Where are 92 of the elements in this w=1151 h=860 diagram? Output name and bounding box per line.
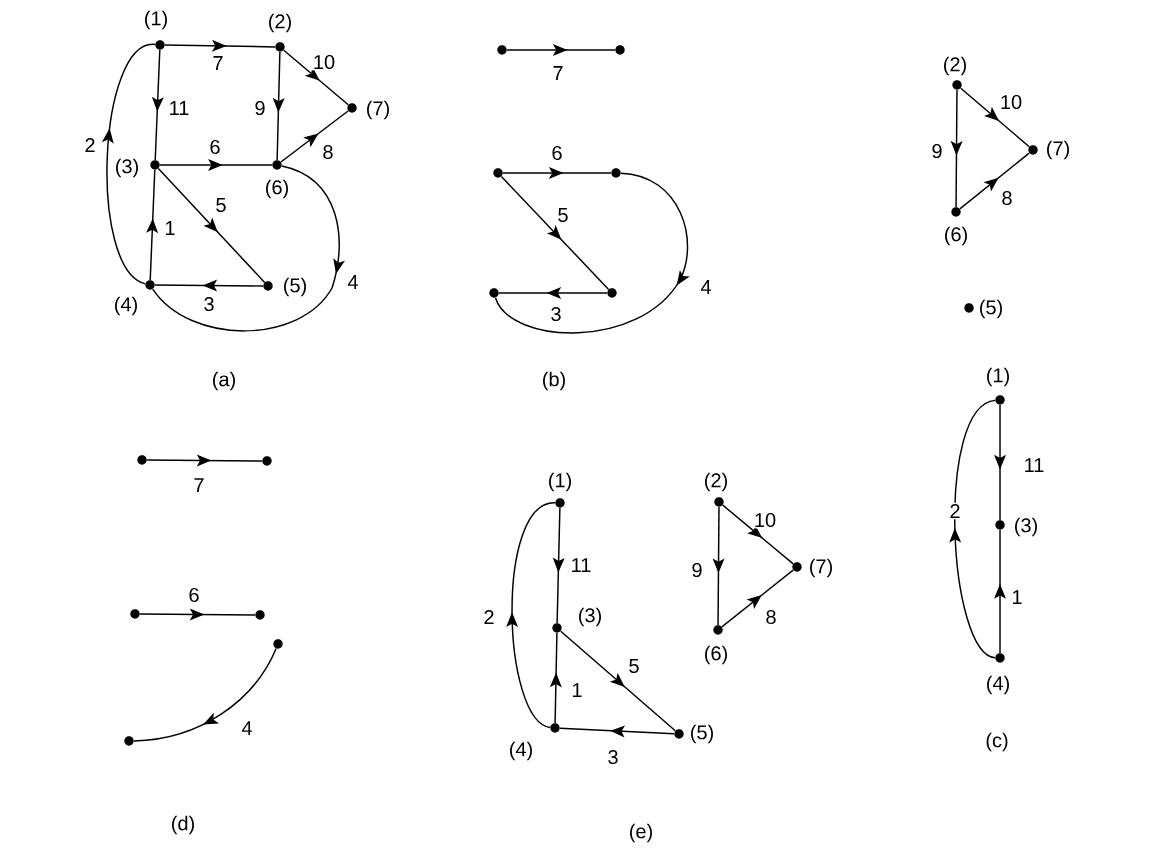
edge-label: 10 bbox=[752, 511, 778, 529]
edge-label: 1 bbox=[1010, 588, 1024, 606]
arrow bbox=[159, 159, 273, 171]
edge-label: 2 bbox=[948, 502, 962, 520]
arrow bbox=[949, 399, 996, 659]
edge-label: 7 bbox=[192, 476, 206, 494]
arrow bbox=[164, 39, 276, 52]
edge-label: 3 bbox=[549, 305, 563, 323]
arrow bbox=[283, 49, 349, 106]
arrow bbox=[559, 725, 675, 738]
edge-label: 1 bbox=[163, 219, 177, 237]
arrow bbox=[722, 504, 794, 565]
edge-label: 11 bbox=[167, 99, 191, 117]
edge-label: 9 bbox=[690, 561, 704, 579]
panel-caption: (e) bbox=[630, 823, 652, 843]
edge-label: 6 bbox=[187, 586, 201, 604]
edge-label: 8 bbox=[764, 608, 778, 626]
edge-label: 9 bbox=[253, 99, 267, 117]
edge-label: 3 bbox=[606, 748, 620, 766]
arrow bbox=[494, 172, 690, 334]
node-label: (5) bbox=[980, 299, 1002, 319]
node-label: (6) bbox=[945, 226, 967, 246]
arrow bbox=[157, 167, 266, 284]
edge-label: 7 bbox=[211, 54, 225, 72]
panel-caption: (b) bbox=[543, 371, 565, 391]
arrow bbox=[280, 110, 349, 163]
edge-label: 9 bbox=[930, 142, 944, 160]
node-label: (7) bbox=[1047, 140, 1069, 160]
arrow bbox=[151, 49, 164, 161]
edge-label: 7 bbox=[551, 64, 565, 82]
edge-label: 5 bbox=[627, 657, 641, 675]
arrow bbox=[146, 454, 263, 467]
arrow bbox=[500, 175, 610, 291]
edge-label: 5 bbox=[556, 206, 570, 224]
node-label: (6) bbox=[266, 179, 288, 199]
edge-label: 6 bbox=[550, 144, 564, 162]
edge-label: 10 bbox=[311, 53, 337, 71]
node-label: (2) bbox=[944, 56, 966, 76]
edge-label: 4 bbox=[699, 278, 713, 296]
node-label: (5) bbox=[691, 724, 713, 744]
node-label: (4) bbox=[115, 296, 137, 316]
edge-label: 2 bbox=[83, 136, 97, 154]
arrow bbox=[721, 569, 794, 628]
edge-label: 8 bbox=[1000, 189, 1014, 207]
arrow bbox=[152, 165, 345, 332]
node-label: (7) bbox=[810, 558, 832, 578]
edge-label: 1 bbox=[570, 681, 584, 699]
edge-label: 4 bbox=[240, 719, 254, 737]
arrow bbox=[549, 632, 562, 724]
arrow bbox=[133, 647, 277, 742]
node-label: (2) bbox=[705, 472, 727, 492]
edge-label: 8 bbox=[321, 143, 335, 161]
edge-label: 6 bbox=[208, 138, 222, 156]
node-label: (3) bbox=[1015, 517, 1037, 537]
arrow bbox=[960, 87, 1030, 148]
node-label: (7) bbox=[367, 100, 389, 120]
node-label: (2) bbox=[269, 13, 291, 33]
edge-label: 4 bbox=[346, 273, 360, 291]
arrow bbox=[560, 630, 677, 732]
arrow bbox=[950, 89, 963, 208]
arrow bbox=[994, 404, 1006, 521]
node-label: (1) bbox=[145, 10, 167, 30]
node-label: (5) bbox=[284, 277, 306, 297]
panel-caption: (c) bbox=[986, 732, 1008, 752]
node-label: (3) bbox=[579, 607, 601, 627]
arrow bbox=[146, 169, 159, 281]
edge-label: 10 bbox=[998, 93, 1024, 111]
arrow bbox=[502, 167, 612, 179]
arrow bbox=[506, 44, 616, 56]
edge-label: 5 bbox=[214, 196, 228, 214]
node-label: (1) bbox=[987, 367, 1009, 387]
arrow bbox=[498, 287, 608, 299]
panel-caption: (d) bbox=[172, 815, 194, 835]
arrow bbox=[959, 152, 1030, 210]
arrow bbox=[154, 279, 264, 292]
node-label: (3) bbox=[116, 158, 138, 178]
edge-label: 11 bbox=[569, 556, 593, 574]
arrow bbox=[139, 608, 256, 621]
arrow bbox=[994, 529, 1006, 654]
edge-label: 2 bbox=[482, 608, 496, 626]
panel-caption: (a) bbox=[213, 371, 235, 391]
node-label: (1) bbox=[549, 472, 571, 492]
node-label: (4) bbox=[510, 741, 532, 761]
edge-label: 11 bbox=[1022, 456, 1046, 474]
arrow bbox=[506, 502, 556, 729]
arrow bbox=[552, 507, 565, 624]
arrow bbox=[101, 43, 156, 285]
node-label: (4) bbox=[987, 675, 1009, 695]
arrow bbox=[272, 51, 285, 161]
edge-label: 3 bbox=[202, 295, 216, 313]
node-label: (6) bbox=[705, 645, 727, 665]
arrow bbox=[712, 506, 725, 626]
